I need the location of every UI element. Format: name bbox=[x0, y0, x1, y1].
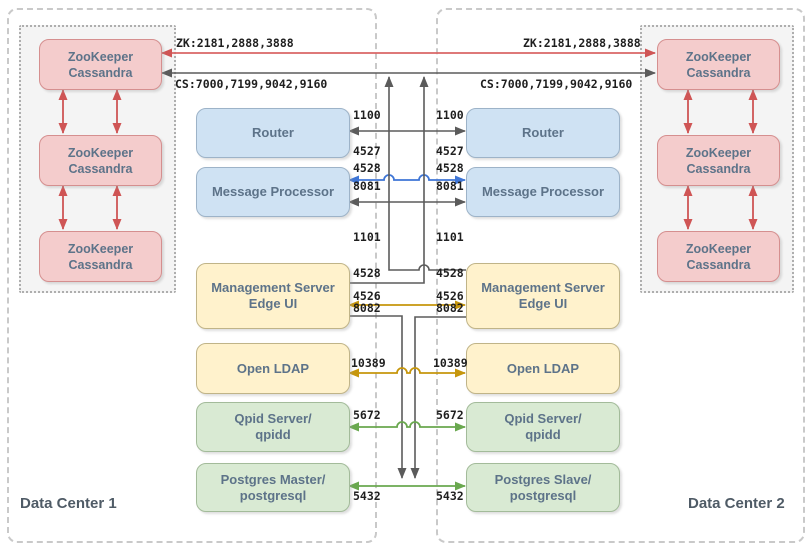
port: 1100 bbox=[436, 108, 464, 122]
ldap-port-label-dc1: 10389 bbox=[351, 356, 386, 370]
port: 8081 bbox=[436, 179, 464, 193]
node-label: Cassandra bbox=[686, 65, 751, 80]
port: 4527 bbox=[353, 143, 381, 158]
qpid-server-box-dc1: Qpid Server/ qpidd bbox=[196, 402, 350, 452]
ms1-uplink-line bbox=[348, 76, 429, 284]
qpid-server-box-dc2: Qpid Server/ qpidd bbox=[466, 402, 620, 452]
node-label: Cassandra bbox=[68, 161, 133, 176]
router-ports-label-dc2: 1100 4527 8081 bbox=[436, 86, 464, 217]
router-box-dc1: Router bbox=[196, 108, 350, 158]
zookeeper-cassandra-node: ZooKeeper Cassandra bbox=[39, 39, 162, 90]
ldap-port-line bbox=[348, 367, 466, 378]
node-label: ZooKeeper bbox=[685, 241, 752, 256]
message-processor-box-dc1: Message Processor bbox=[196, 167, 350, 217]
cassandra-ports-label-right: CS:7000,7199,9042,9160 bbox=[480, 77, 633, 91]
box-label: postgresql bbox=[239, 487, 307, 503]
postgres-slave-box-dc2: Postgres Slave/ postgresql bbox=[466, 463, 620, 512]
box-label: Open LDAP bbox=[506, 360, 580, 376]
box-label: Postgres Master/ bbox=[220, 471, 326, 487]
postgres-master-box-dc1: Postgres Master/ postgresql bbox=[196, 463, 350, 512]
box-label: Message Processor bbox=[481, 184, 605, 199]
datacenter-1-label: Data Center 1 bbox=[20, 495, 117, 512]
zookeeper-cassandra-node: ZooKeeper Cassandra bbox=[657, 231, 780, 282]
router-box-dc2: Router bbox=[466, 108, 620, 158]
node-label: ZooKeeper bbox=[685, 49, 752, 64]
ms2-uplink-line bbox=[384, 76, 466, 271]
port: 1100 bbox=[353, 108, 381, 122]
port: 8082 bbox=[353, 301, 381, 315]
qpid-port-label-dc1: 5672 bbox=[353, 408, 381, 422]
zookeeper-cassandra-node: ZooKeeper Cassandra bbox=[39, 135, 162, 186]
open-ldap-box-dc2: Open LDAP bbox=[466, 343, 620, 394]
box-label: Management Server bbox=[481, 280, 605, 295]
mp-ports-label-dc1: 1101 4528 8082 bbox=[353, 208, 381, 339]
port: 4528 bbox=[353, 265, 381, 280]
zookeeper-cassandra-node: ZooKeeper Cassandra bbox=[657, 135, 780, 186]
open-ldap-box-dc1: Open LDAP bbox=[196, 343, 350, 394]
management-port-label-dc1: 4526 bbox=[353, 289, 381, 303]
datacenter-2-region bbox=[436, 8, 805, 543]
mp-ports-label-dc2: 1101 4528 8082 bbox=[436, 208, 464, 339]
box-label: Qpid Server/ bbox=[504, 411, 582, 426]
node-label: ZooKeeper bbox=[67, 145, 134, 160]
port: 4527 bbox=[436, 143, 464, 158]
ms2-downlink-line bbox=[410, 316, 466, 479]
message-processor-box-dc2: Message Processor bbox=[466, 167, 620, 217]
port: 1101 bbox=[353, 230, 381, 244]
mp-sync-port-label-dc2: 4528 bbox=[436, 161, 464, 175]
port: 8081 bbox=[353, 179, 381, 193]
zk-ports-label-right: ZK:2181,2888,3888 bbox=[523, 36, 641, 50]
box-label: Message Processor bbox=[211, 184, 335, 199]
node-label: ZooKeeper bbox=[67, 49, 134, 64]
node-label: ZooKeeper bbox=[67, 241, 134, 256]
router-ports-label-dc1: 1100 4527 8081 bbox=[353, 86, 381, 217]
management-server-box-dc2: Management Server Edge UI bbox=[466, 263, 620, 329]
box-label: Qpid Server/ bbox=[234, 411, 312, 426]
qpid-port-label-dc2: 5672 bbox=[436, 408, 464, 422]
box-label: Postgres Slave/ bbox=[494, 471, 592, 487]
node-label: Cassandra bbox=[686, 257, 751, 272]
mp-sync-port-label-dc1: 4528 bbox=[353, 161, 381, 175]
zookeeper-cassandra-node: ZooKeeper Cassandra bbox=[39, 231, 162, 282]
box-label: Management Server bbox=[211, 280, 335, 295]
box-label: Open LDAP bbox=[236, 360, 310, 376]
zk-ports-label-left: ZK:2181,2888,3888 bbox=[176, 36, 294, 50]
box-label: Router bbox=[522, 125, 564, 140]
ms1-downlink-line bbox=[348, 315, 407, 479]
node-label: ZooKeeper bbox=[685, 145, 752, 160]
datacenter-2-label: Data Center 2 bbox=[688, 495, 785, 512]
datacenter-1-region bbox=[7, 8, 377, 543]
box-label: Router bbox=[252, 125, 294, 140]
zookeeper-cassandra-node: ZooKeeper Cassandra bbox=[657, 39, 780, 90]
node-label: Cassandra bbox=[68, 65, 133, 80]
management-port-label-dc2: 4526 bbox=[436, 289, 464, 303]
node-label: Cassandra bbox=[686, 161, 751, 176]
management-server-box-dc1: Management Server Edge UI bbox=[196, 263, 350, 329]
port: 8082 bbox=[436, 301, 464, 315]
port: 4528 bbox=[436, 265, 464, 280]
mp-sync-line bbox=[348, 174, 466, 185]
cassandra-ports-label-left: CS:7000,7199,9042,9160 bbox=[175, 77, 328, 91]
port: 1101 bbox=[436, 230, 464, 244]
node-label: Cassandra bbox=[68, 257, 133, 272]
box-label: Edge UI bbox=[518, 296, 568, 311]
box-label: Edge UI bbox=[248, 296, 298, 311]
box-label: qpidd bbox=[525, 427, 561, 442]
postgres-port-label-dc1: 5432 bbox=[353, 489, 381, 503]
qpid-port-line bbox=[348, 421, 466, 432]
box-label: qpidd bbox=[255, 427, 291, 442]
box-label: postgresql bbox=[509, 487, 577, 503]
ldap-port-label-dc2: 10389 bbox=[433, 356, 468, 370]
postgres-port-label-dc2: 5432 bbox=[436, 489, 464, 503]
